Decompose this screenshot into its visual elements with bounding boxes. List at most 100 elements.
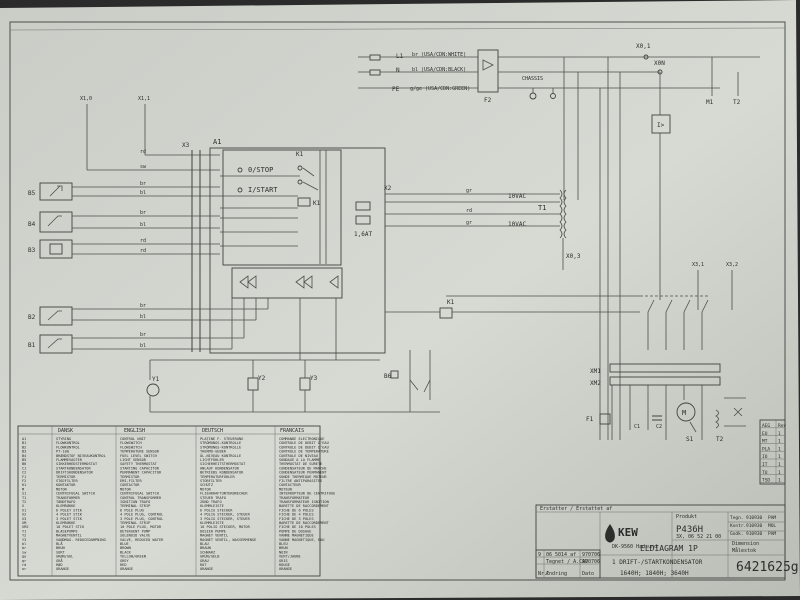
rev-header-change: Ændring xyxy=(546,571,567,577)
x3-label: X3 xyxy=(182,142,190,149)
legend-cell: BRÆNDSTOF NIVEAUKONTROL xyxy=(56,454,106,458)
legend-cell: KLEMRÆKKE xyxy=(56,504,75,508)
x3-1-label: X3,1 xyxy=(692,262,704,268)
fuse-1-6at xyxy=(355,201,371,211)
legend-cell: BRUN xyxy=(279,546,288,550)
legend-cell: PERMANENT CAPACITOR xyxy=(120,471,162,475)
legend-cell: GRIS xyxy=(279,559,288,563)
sheet-label: Erstatter / Erstattet af xyxy=(540,506,612,512)
company-address: DK-9560 Hadsund xyxy=(612,544,657,550)
b6-label: B6 xyxy=(384,373,392,380)
f1-label: F1 xyxy=(586,416,594,423)
legend-cell: KLEMRÆKKE xyxy=(56,521,75,525)
t2-top-label: T2 xyxy=(733,99,741,106)
f2-label: F2 xyxy=(484,97,492,104)
legend-cell: 3 POLET STIK xyxy=(56,517,83,521)
t2-coil xyxy=(715,409,719,429)
svg-text:K1: K1 xyxy=(296,151,304,158)
legend-cell: SICHERHEITSTHERMOSTAT xyxy=(200,462,246,466)
rev-2-date: 970706 xyxy=(582,559,600,565)
side-cell-label: PLA xyxy=(762,446,770,452)
sensor-b2 xyxy=(39,306,73,326)
legend-cell: STØJFILTER xyxy=(56,478,78,483)
legend-cell: VANNE MAGNETIQUE xyxy=(279,534,314,538)
legend-cell: THERMOSTAT DE SURETE xyxy=(279,462,322,466)
legend-cell: Y3 xyxy=(22,538,26,542)
legend-cell: Y1 xyxy=(22,529,26,533)
legend-cell: T1 xyxy=(22,496,26,500)
legend-cell: CONTROL TRANSFORMER xyxy=(120,496,162,500)
a1-label: A1 xyxy=(213,138,221,146)
dimension-label: Dimension xyxy=(732,541,759,547)
legend-cell: TEMPERATURFÜHLER xyxy=(200,474,235,479)
x1-1-label: X1,1 xyxy=(138,96,150,102)
legend-cell: CONTROL UNIT xyxy=(120,437,147,441)
legend-cell: MOTEUR xyxy=(279,487,293,491)
svg-text:gr: gr xyxy=(466,220,472,226)
x0-1-label: X0,1 xyxy=(636,43,651,50)
x0n-label: X0N xyxy=(654,60,665,67)
legend-cell: ORANGE xyxy=(56,567,69,571)
legend-cell: K1 xyxy=(22,483,26,487)
legend-cell: FICHE DE 6 POLES xyxy=(279,508,314,512)
legend-cell: RED xyxy=(120,563,127,567)
legend-cell: FICHE DE 3 POLES xyxy=(279,517,314,521)
legend-cell: TERMISTOR xyxy=(56,475,76,479)
rev-2-change: Tegnet / A.CAD xyxy=(546,559,588,565)
legend-cell: bl xyxy=(22,542,26,546)
legend-cell: BLEU xyxy=(279,542,288,546)
rev-header-nr: Nr. xyxy=(538,571,547,577)
drawing-frame xyxy=(9,21,786,581)
legend-cell: STYRING xyxy=(56,437,71,441)
legend-cell: F2 xyxy=(22,479,26,483)
power-supply-section: L1 N PE br (USA/CDN:WHITE) bl (USA/CDN:B… xyxy=(358,43,760,440)
k1-coil xyxy=(439,307,453,319)
product-label: Produkt xyxy=(676,514,697,520)
svg-text:sw: sw xyxy=(140,164,147,170)
m-label: M xyxy=(682,409,686,417)
s1-label: S1 xyxy=(686,436,694,443)
legend-cell: BLAU xyxy=(200,542,209,546)
xm-terminal-row xyxy=(609,363,721,386)
legend-cell: XM2 xyxy=(22,525,29,529)
side-cell-rev: 1 xyxy=(778,431,781,437)
side-cell-rev: 1 xyxy=(778,478,781,484)
legend-header-dansk: DANSK xyxy=(58,428,73,434)
side-cell-rev: 1 xyxy=(778,446,781,452)
b2-label: B2 xyxy=(28,314,36,321)
approval-cell: 910930 xyxy=(746,515,763,521)
pe-label: PE xyxy=(392,86,400,93)
approval-cell: MOL xyxy=(768,523,776,529)
pe-wire-label: g/ge (USA/CDN:GREEN) xyxy=(410,86,470,92)
legend-cell: GRØN/GUL xyxy=(56,554,73,559)
svg-text:rd: rd xyxy=(466,208,472,214)
legend-cell: SCHÜTZ xyxy=(200,482,214,487)
motor-symbol xyxy=(676,402,696,422)
legend-cell: GRÅ xyxy=(56,558,63,563)
legend-cell: STRÖMUNGS-KONTROLLE xyxy=(200,444,241,449)
legend-cell: SCHWARZ xyxy=(200,550,216,554)
legend-cell: 10 POLET STIK xyxy=(56,525,85,529)
n-label: N xyxy=(396,67,400,74)
sensor-b5 xyxy=(39,182,73,201)
legend-cell: F1 xyxy=(22,475,26,479)
sensor-wiring: X1,0 X1,1 rd sw X3 A1 B5 br bl B4 br bl … xyxy=(28,96,268,354)
legend-cell: CONTACTOR xyxy=(120,483,140,487)
legend-cell: ROT xyxy=(200,563,207,567)
pump-y1 xyxy=(146,383,160,397)
legend-cell: SONDE THERMIQUE MOTEUR xyxy=(279,475,327,479)
vac-label-2: 10VAC xyxy=(508,221,526,228)
legend-cell: S1 xyxy=(22,492,26,496)
c1-label: C1 xyxy=(634,424,640,430)
legend-cell: MOTOR xyxy=(200,487,212,491)
legend-cell: BRAUN xyxy=(200,546,211,550)
legend-cell: X3 xyxy=(22,517,26,521)
legend-cell: LIGHT SENSOR xyxy=(120,458,147,462)
legend-cell: MAGNET VENTIL, WASSERMENGE xyxy=(200,538,256,542)
legend-cell: TERMINAL STRIP xyxy=(120,521,150,525)
b1-label: B1 xyxy=(28,342,36,349)
start-label: I/START xyxy=(248,186,278,194)
